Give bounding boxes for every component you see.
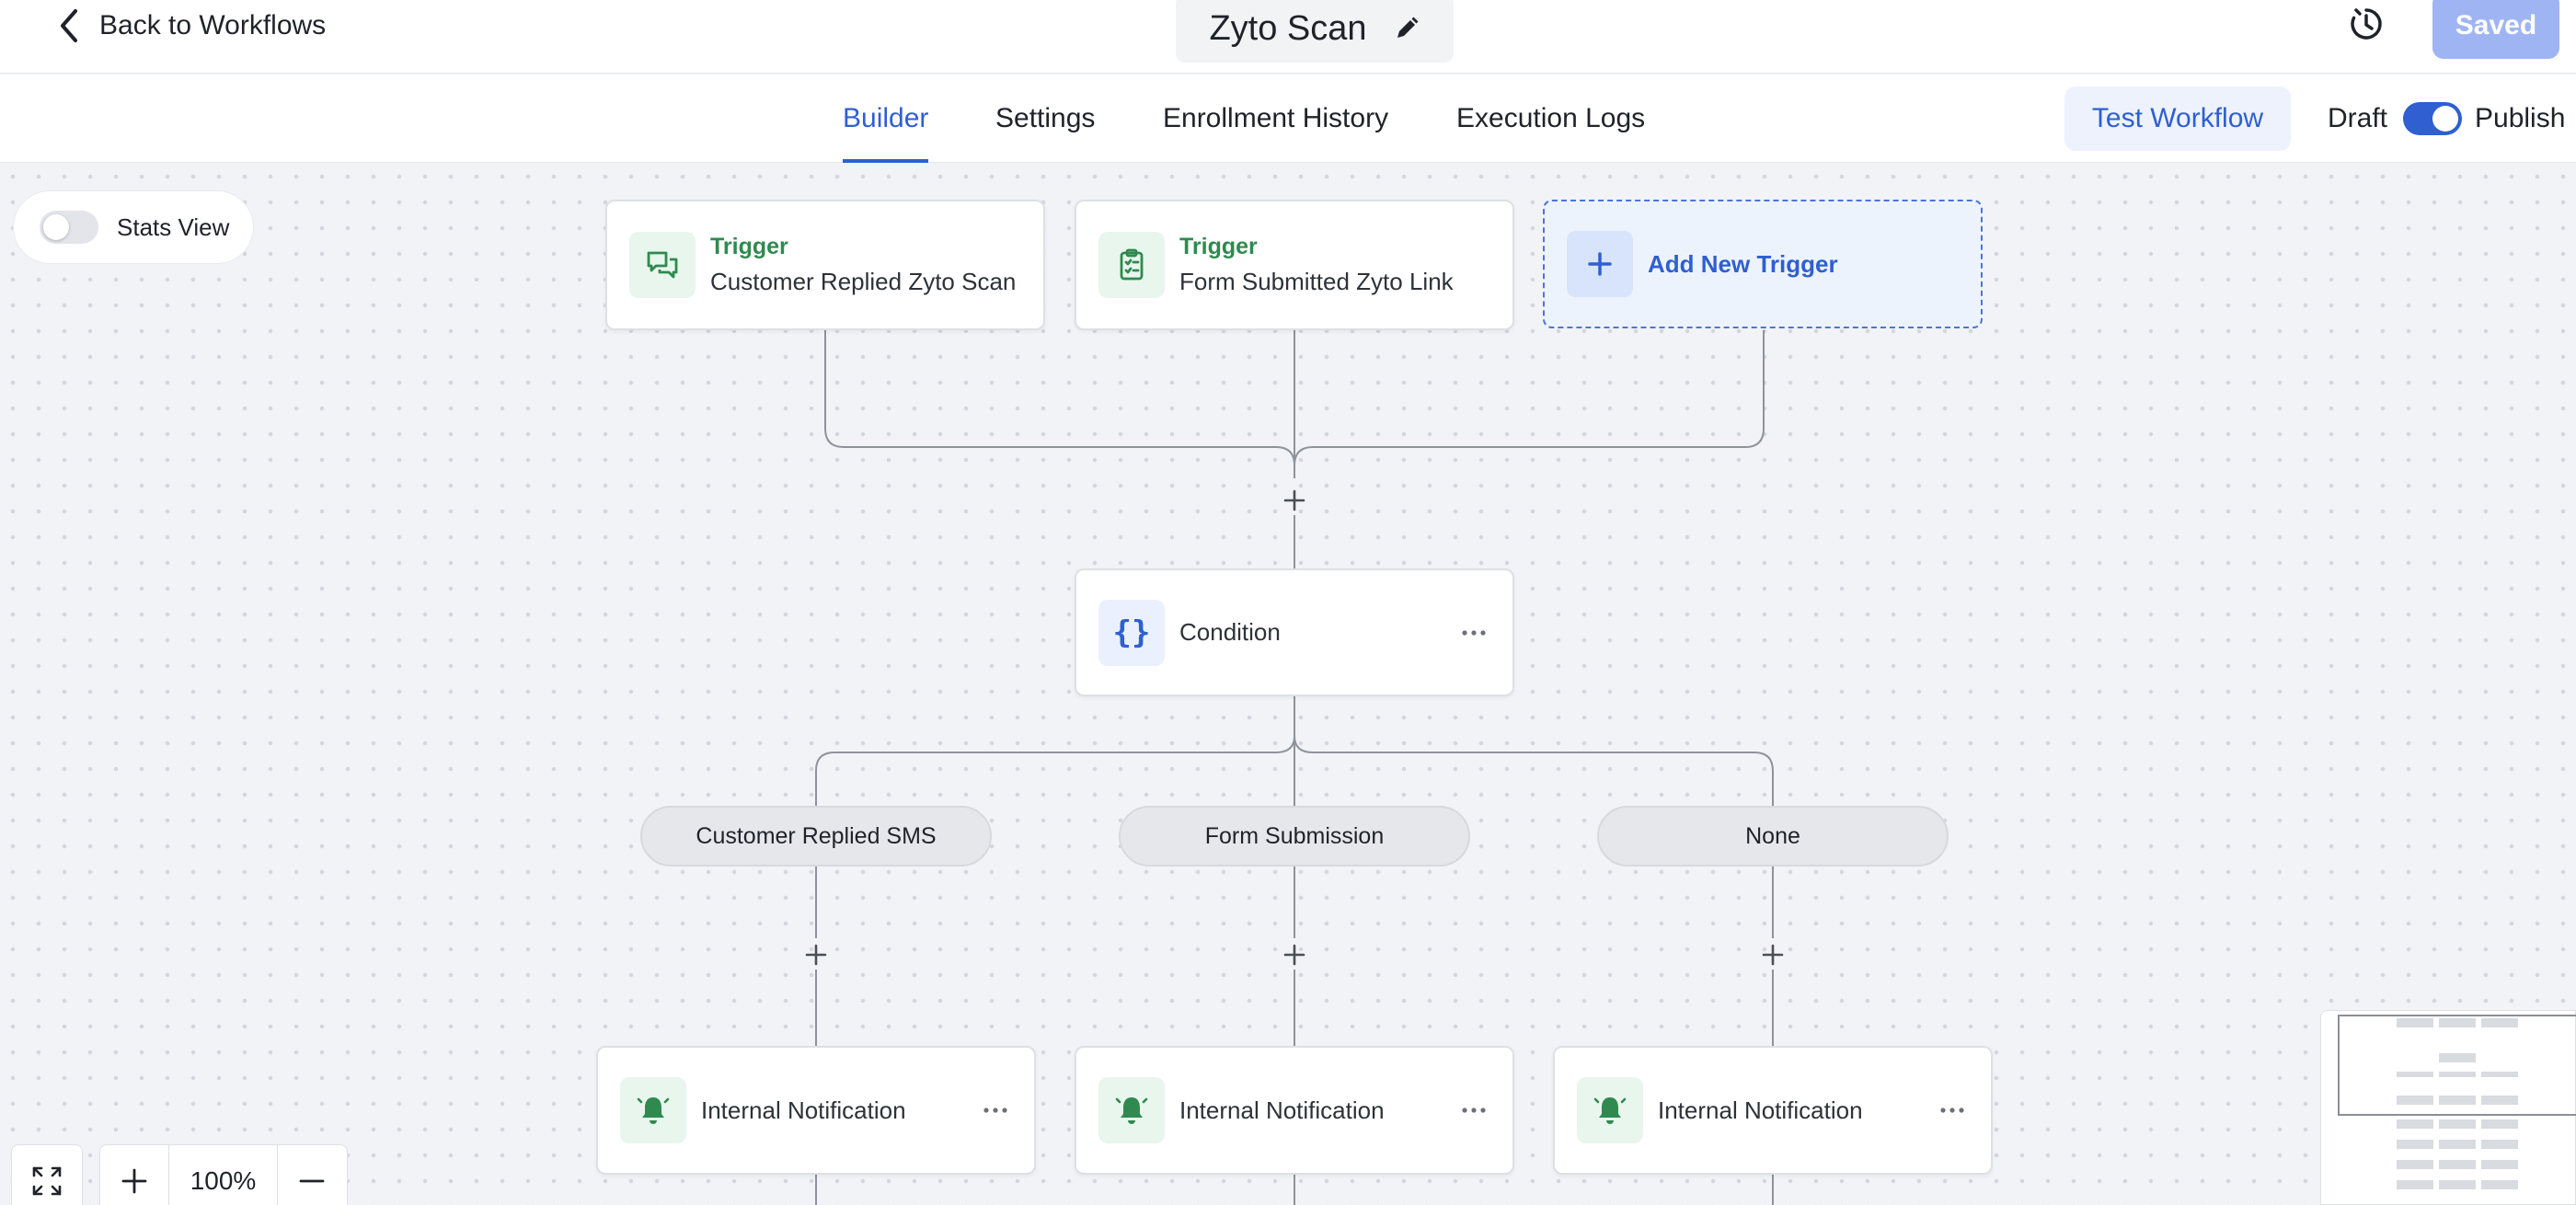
pencil-icon[interactable] (1393, 15, 1420, 42)
action-label: Internal Notification (701, 1096, 906, 1124)
bell-icon (1098, 1077, 1165, 1143)
back-label: Back to Workflows (99, 10, 327, 40)
fit-to-screen-button[interactable] (11, 1144, 83, 1205)
publish-label: Publish (2475, 103, 2566, 133)
tab-settings[interactable]: Settings (995, 103, 1096, 133)
expand-icon (32, 1166, 62, 1196)
back-to-workflows-button[interactable]: Back to Workflows (55, 6, 326, 46)
action-node-internal-notification[interactable]: Internal Notification (596, 1046, 1036, 1175)
zoom-in-button[interactable] (100, 1145, 170, 1205)
stats-view-label: Stats View (117, 212, 230, 241)
stats-view-switch[interactable] (40, 211, 98, 244)
minimap-viewport[interactable] (2338, 1015, 2576, 1116)
trigger-node-form-submitted[interactable]: Trigger Form Submitted Zyto Link (1075, 200, 1514, 330)
add-trigger-label: Add New Trigger (1648, 249, 1838, 278)
add-step-plus-icon[interactable] (1760, 942, 1786, 968)
more-options-icon[interactable] (983, 1105, 1008, 1116)
zoom-level: 100% (169, 1145, 278, 1205)
minus-icon (299, 1179, 325, 1183)
trigger-title: Trigger (1179, 234, 1258, 259)
bell-icon (1577, 1077, 1643, 1143)
draft-label: Draft (2328, 103, 2388, 133)
tab-builder[interactable]: Builder (843, 75, 929, 163)
publish-toggle[interactable] (2403, 102, 2462, 135)
stats-view-toggle[interactable]: Stats View (13, 190, 254, 264)
add-step-plus-icon[interactable] (1282, 488, 1307, 513)
more-options-icon[interactable] (1461, 627, 1487, 638)
chevron-left-icon (61, 9, 77, 42)
action-label: Internal Notification (1179, 1096, 1385, 1124)
clipboard-icon (1098, 232, 1165, 298)
zoom-controls: 100% (99, 1144, 348, 1205)
plus-icon (1567, 231, 1633, 297)
workflow-name-editor[interactable]: Zyto Scan (1176, 0, 1454, 63)
more-options-icon[interactable] (1939, 1105, 1965, 1116)
zoom-out-button[interactable] (278, 1145, 347, 1205)
tab-enrollment-history[interactable]: Enrollment History (1163, 103, 1389, 133)
trigger-title: Trigger (710, 234, 788, 259)
saved-button[interactable]: Saved (2432, 0, 2559, 59)
branch-none[interactable]: None (1597, 806, 1949, 866)
branch-customer-replied-sms[interactable]: Customer Replied SMS (640, 806, 992, 866)
add-step-plus-icon[interactable] (803, 942, 829, 968)
history-icon[interactable] (2348, 6, 2385, 42)
test-workflow-button[interactable]: Test Workflow (2064, 86, 2291, 151)
trigger-node-customer-replied[interactable]: Trigger Customer Replied Zyto Scan (605, 200, 1045, 330)
action-node-internal-notification[interactable]: Internal Notification (1553, 1046, 1993, 1175)
braces-icon: {} (1098, 599, 1165, 666)
minimap[interactable] (2320, 1010, 2576, 1205)
trigger-name: Form Submitted Zyto Link (1179, 268, 1454, 295)
workflow-name: Zyto Scan (1209, 8, 1367, 48)
tab-bar: Builder Settings Enrollment History Exec… (0, 75, 2576, 163)
tab-execution-logs[interactable]: Execution Logs (1456, 103, 1646, 133)
trigger-name: Customer Replied Zyto Scan (710, 268, 1017, 295)
bell-icon (620, 1077, 686, 1143)
condition-node[interactable]: {} Condition (1075, 568, 1514, 696)
add-step-plus-icon[interactable] (1282, 942, 1307, 968)
condition-label: Condition (1179, 618, 1281, 646)
action-label: Internal Notification (1658, 1096, 1863, 1124)
more-options-icon[interactable] (1461, 1105, 1487, 1116)
chat-icon (629, 232, 696, 298)
top-bar: Back to Workflows Zyto Scan Saved (0, 0, 2576, 74)
branch-form-submission[interactable]: Form Submission (1119, 806, 1470, 866)
action-node-internal-notification[interactable]: Internal Notification (1075, 1046, 1514, 1175)
add-new-trigger-button[interactable]: Add New Trigger (1543, 200, 1983, 328)
plus-icon (121, 1168, 147, 1194)
